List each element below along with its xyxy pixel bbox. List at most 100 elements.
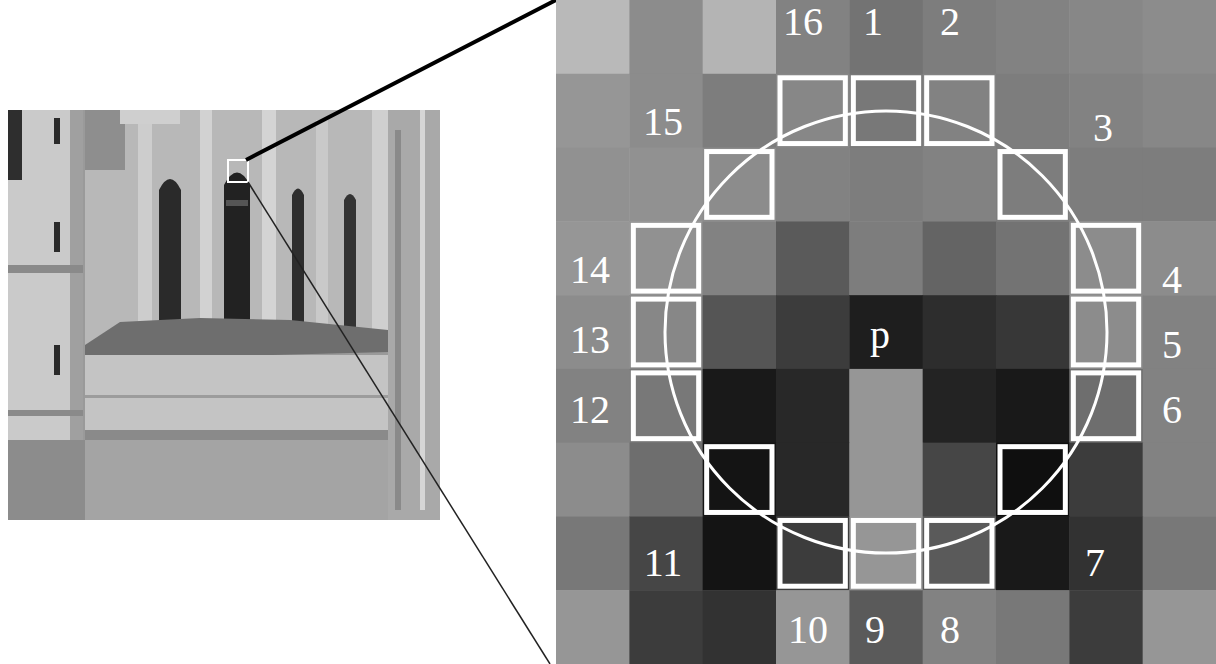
pixel-cell: [556, 295, 630, 369]
callout-number: 3: [1093, 108, 1113, 148]
pixel-cell: [1069, 516, 1143, 590]
callout-number: 15: [643, 102, 683, 142]
pixel-cell: [996, 516, 1070, 590]
callout-number: 12: [570, 390, 610, 430]
pixel-cell: [1143, 295, 1216, 369]
pixel-cell: [556, 369, 630, 443]
pixel-cell: [776, 443, 850, 517]
pixel-cell: [1069, 443, 1143, 517]
pixel-cell: [556, 443, 630, 517]
pixel-cell: [703, 74, 777, 148]
pixel-grid: [556, 0, 1216, 664]
zoom-line: [248, 182, 550, 664]
circle-pixel-outline: [1000, 447, 1065, 513]
callout-number: 2: [940, 2, 960, 42]
pixel-cell: [923, 0, 997, 74]
pixel-cell: [849, 369, 923, 443]
callout-number: 16: [783, 2, 823, 42]
pixel-cell: [923, 295, 997, 369]
pixel-cell: [923, 590, 997, 664]
pixel-cell: [996, 443, 1070, 517]
pixel-cell: [923, 516, 997, 590]
pixel-cell: [776, 74, 850, 148]
pixel-cell: [556, 590, 630, 664]
callout-number: 6: [1162, 390, 1182, 430]
pixel-cell: [776, 590, 850, 664]
pixel-cell: [629, 590, 703, 664]
pixel-cell: [996, 74, 1070, 148]
pixel-cell: [556, 74, 630, 148]
pixel-cell: [996, 295, 1070, 369]
pixel-cell: [1143, 74, 1216, 148]
pixel-cell: [703, 0, 777, 74]
pixel-cell: [629, 0, 703, 74]
pixel-cell: [1143, 516, 1216, 590]
callout-number: 1: [863, 2, 883, 42]
circle-pixel-outline: [707, 152, 772, 218]
callout-number: 14: [570, 250, 610, 290]
pixel-cell: [703, 443, 777, 517]
pixel-cell: [1143, 369, 1216, 443]
callout-number: 7: [1085, 543, 1105, 583]
pixel-cell: [1069, 148, 1143, 222]
pixel-cell: [703, 148, 777, 222]
pixel-cell: [776, 516, 850, 590]
pixel-cell: [776, 295, 850, 369]
circle-pixel-outline: [1000, 152, 1065, 218]
pixel-cell: [776, 221, 850, 295]
pixel-cell: [703, 369, 777, 443]
pixel-cell: [1143, 443, 1216, 517]
pixel-cell: [996, 148, 1070, 222]
pixel-cell: [629, 443, 703, 517]
pixel-cell: [923, 369, 997, 443]
pixel-cell: [776, 148, 850, 222]
callout-number: 5: [1162, 325, 1182, 365]
pixel-cell: [1069, 369, 1143, 443]
pixel-cell: [996, 0, 1070, 74]
pixel-cell: [556, 221, 630, 295]
pixel-cell: [1143, 0, 1216, 74]
pixel-cell: [849, 148, 923, 222]
pixel-cell: [556, 0, 630, 74]
zoom-line: [246, 0, 556, 160]
pixel-cell: [629, 516, 703, 590]
callout-number: 11: [644, 543, 683, 583]
pixel-cell: [629, 148, 703, 222]
circle-pixel-outline: [707, 447, 772, 513]
pixel-cell: [776, 369, 850, 443]
pixel-cell: [1143, 590, 1216, 664]
pixel-cell: [849, 295, 923, 369]
pixel-cell: [1069, 590, 1143, 664]
castle-photo: [8, 110, 440, 520]
pixel-cell: [703, 295, 777, 369]
callout-number: 9: [865, 610, 885, 650]
pixel-label: p: [870, 315, 890, 355]
callout-number: 10: [788, 610, 828, 650]
pixel-cell: [923, 443, 997, 517]
pixel-cell: [923, 148, 997, 222]
pixel-cell: [1069, 0, 1143, 74]
pixel-cell: [629, 369, 703, 443]
pixel-cell: [1069, 74, 1143, 148]
pixel-cell: [556, 148, 630, 222]
pixel-cell: [1143, 148, 1216, 222]
callout-number: 13: [570, 320, 610, 360]
pixel-cell: [996, 221, 1070, 295]
pixel-cell: [923, 74, 997, 148]
callout-number: 4: [1162, 260, 1182, 300]
pixel-cell: [849, 221, 923, 295]
circle-pixels: [633, 78, 1138, 586]
pixel-cell: [996, 369, 1070, 443]
pixel-cell: [849, 443, 923, 517]
pixel-cell: [996, 590, 1070, 664]
pixel-cell: [556, 516, 630, 590]
pixel-cell: [703, 590, 777, 664]
pixel-cell: [849, 0, 923, 74]
pixel-cell: [629, 74, 703, 148]
pixel-cell: [629, 221, 703, 295]
bresenham-circle: [665, 111, 1107, 553]
pixel-cell: [849, 590, 923, 664]
pixel-cell: [923, 221, 997, 295]
callout-number: 8: [940, 610, 960, 650]
